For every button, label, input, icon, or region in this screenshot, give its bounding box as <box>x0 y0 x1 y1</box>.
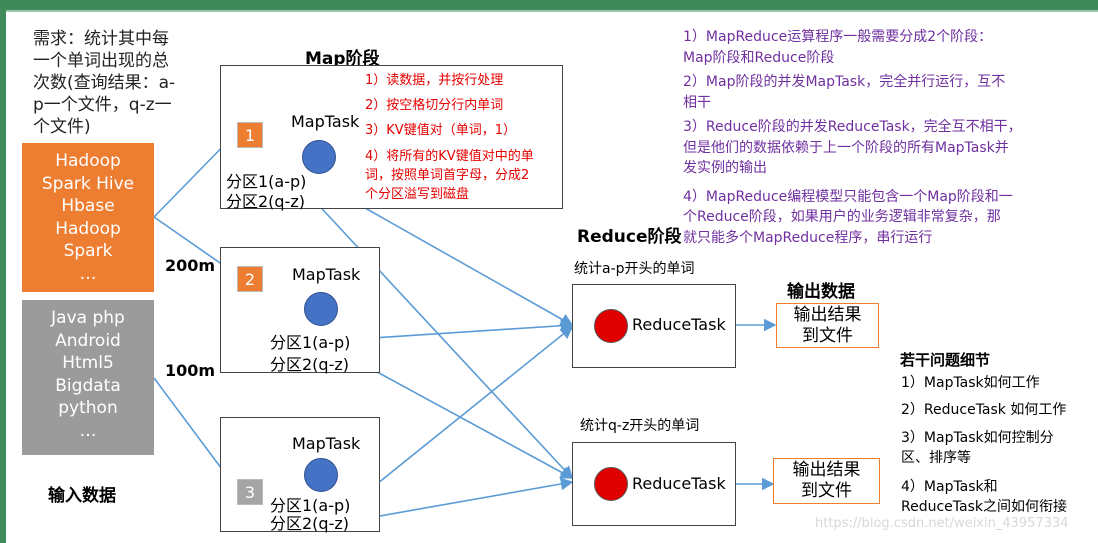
maptask-1-partition-2: 分区2(q-z) <box>226 192 305 211</box>
reducetask-2-node <box>594 467 628 501</box>
maptask-2-partition-1: 分区1(a-p) <box>270 333 351 352</box>
maptask-1-box <box>220 65 563 209</box>
details-list: 1）MapTask如何工作 2）ReduceTask 如何工作 3）MapTas… <box>901 375 1067 515</box>
arrow-map2p1-to-reduce1 <box>356 319 574 340</box>
maptask-3-partition-1: 分区1(a-p) <box>270 496 351 515</box>
reducetask-1-node <box>594 309 628 343</box>
maptask-1-partition-1: 分区1(a-p) <box>226 172 307 191</box>
reducetask-1-label: ReduceTask <box>632 315 726 334</box>
maptask-2-label: MapTask <box>292 265 361 284</box>
reducetask-2-label: ReduceTask <box>632 474 726 493</box>
output-2-box: 输出结果 到文件 <box>773 458 880 504</box>
watermark: https://blog.csdn.net/weixin_43957334 <box>815 516 1069 531</box>
maptask-1-node <box>302 140 336 174</box>
notes: 1）MapReduce运算程序一般需要分成2个阶段： Map阶段和Reduce阶… <box>683 29 1022 246</box>
requirement-text: 需求：统计其中每 一个单词出现的总 次数(查询结果：a- p一个文件，q-z一 … <box>33 29 176 137</box>
header-bar <box>0 0 1098 10</box>
split-3-square: 3 <box>237 479 263 505</box>
map-steps: 1）读数据，并按行处理 2）按空格切分行内单词 3）KV键值对（单词，1） 4）… <box>365 73 534 202</box>
maptask-3-partition-2: 分区2(q-z) <box>270 514 349 533</box>
header-bar-accent <box>0 10 1098 12</box>
split-2-square: 2 <box>237 266 263 292</box>
maptask-3-label: MapTask <box>292 434 361 453</box>
output-title: 输出数据 <box>787 282 855 302</box>
details-title: 若干问题细节 <box>900 351 991 369</box>
split-1-square: 1 <box>237 122 263 148</box>
maptask-2-partition-2: 分区2(q-z) <box>270 355 349 374</box>
maptask-2-node <box>304 292 338 326</box>
map-stage-title: Map阶段 <box>305 49 380 69</box>
arrow-map1p2-to-reduce2 <box>311 197 574 480</box>
size-100m: 100m <box>165 361 216 380</box>
input-data-label: 输入数据 <box>48 486 116 506</box>
maptask-1-label: MapTask <box>291 112 360 131</box>
arrow-map3p2-to-reduce2 <box>356 477 574 521</box>
input-block-orange: Hadoop Spark Hive Hbase Hadoop Spark … <box>22 143 154 292</box>
reduce-1-caption: 统计a-p开头的单词 <box>574 261 695 277</box>
arrow-map3p1-to-reduce1 <box>356 325 574 501</box>
reduce-2-caption: 统计q-z开头的单词 <box>580 418 700 434</box>
output-1-box: 输出结果 到文件 <box>776 303 879 348</box>
arrow-map2p2-to-reduce2 <box>356 360 574 479</box>
maptask-3-node <box>304 458 338 492</box>
left-border <box>0 0 6 543</box>
maptask-3-box <box>220 417 380 532</box>
reduce-stage-title: Reduce阶段 <box>577 227 682 247</box>
input-block-gray: Java php Android Html5 Bigdata python … <box>22 300 154 455</box>
size-200m: 200m <box>165 256 216 275</box>
